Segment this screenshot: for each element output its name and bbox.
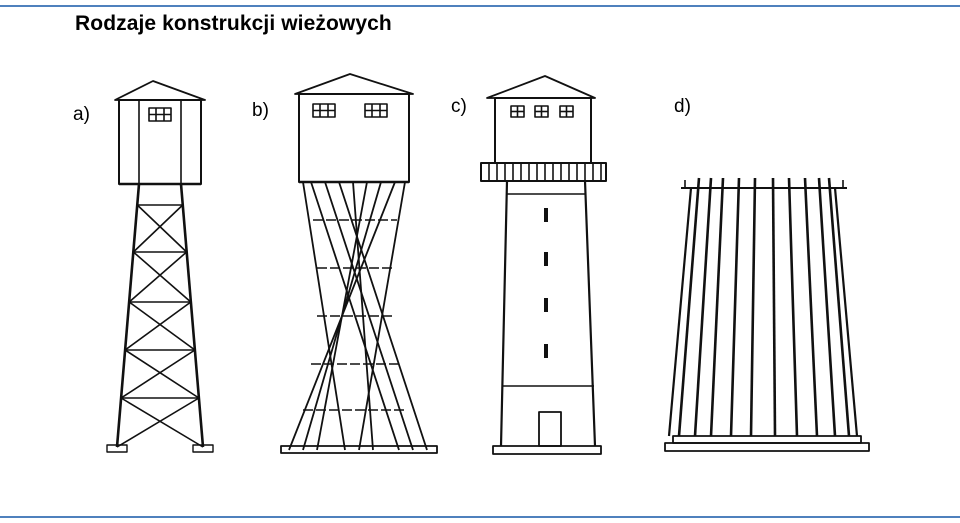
tower-types-figure: a) [55,60,885,470]
window [559,105,574,118]
shaft [499,180,597,447]
bottom-divider [0,516,960,518]
roof [114,80,206,101]
gallery-balcony [480,162,607,182]
slide-title: Rodzaje konstrukcji wieżowych [75,12,392,35]
door [538,411,562,447]
panel-c-shell-tower: c) [451,75,607,455]
roof [486,75,596,99]
cabin [298,93,410,183]
cabin [494,97,592,164]
panel-label-d: d) [674,96,691,117]
panel-d-ribbed-cone: d) [664,96,870,452]
panel-label-b: b) [252,100,269,121]
roof [294,73,414,95]
cabin [118,99,202,185]
window [510,105,525,118]
panel-a-lattice-tower: a) [73,80,214,453]
window [364,103,388,118]
window [312,103,336,118]
window [148,107,172,122]
panel-label-c: c) [451,96,467,117]
panel-label-a: a) [73,104,90,125]
panel-b-hyperboloid-tower: b) [252,73,438,454]
top-divider [0,5,960,7]
window [534,105,549,118]
